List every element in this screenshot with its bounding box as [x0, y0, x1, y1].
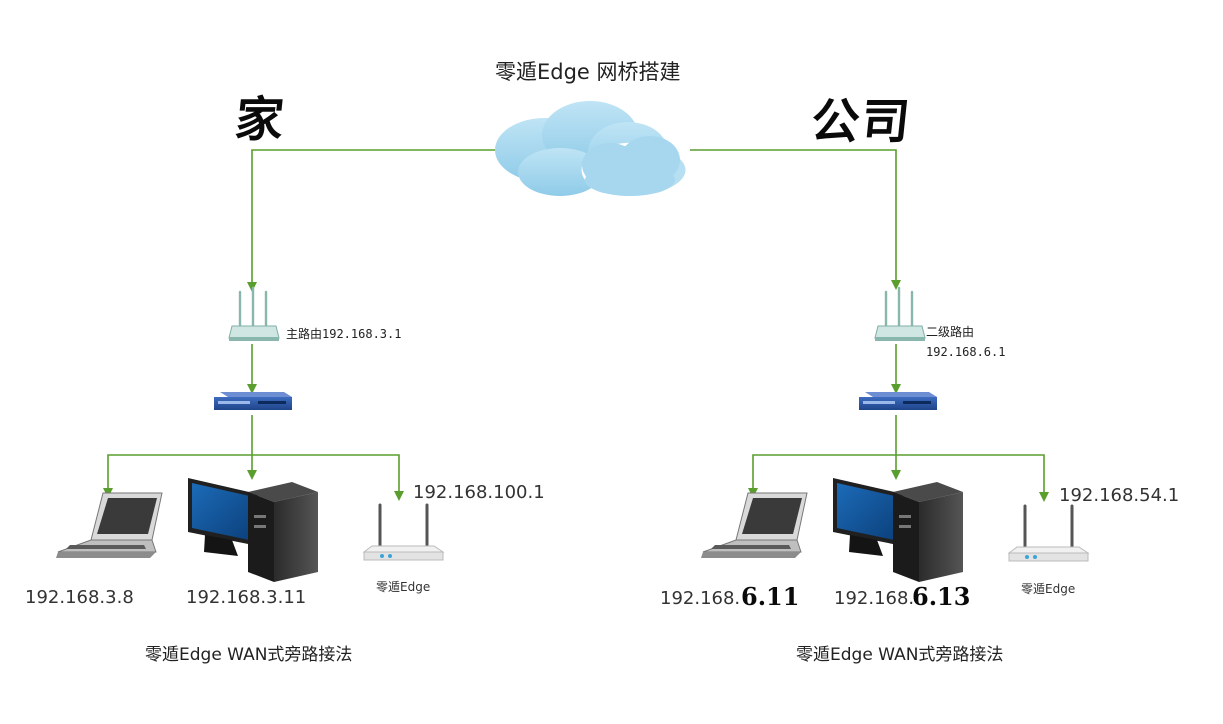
site-label-office: 公司: [808, 94, 915, 150]
connection-lines: [103, 149, 1049, 502]
wifi-router-icon: [228, 286, 280, 341]
network-switch-icon: [859, 392, 937, 410]
cloud-icon: [495, 101, 689, 198]
office-edge-label: 零遁Edge: [1021, 582, 1076, 596]
home-router-label: 主路由192.168.3.1: [286, 327, 402, 341]
office-caption: 零遁Edge WAN式旁路接法: [796, 645, 1004, 665]
edge-router-icon: [1007, 504, 1090, 562]
diagram-title: 零遁Edge 网桥搭建: [495, 60, 681, 84]
office-pc-ip: 192.168.: [834, 588, 915, 609]
desktop-pc-icon: [188, 478, 318, 582]
wifi-router-icon: [874, 286, 926, 341]
home-edge-ip: 192.168.100.1: [413, 482, 545, 503]
office-laptop-ip-handwritten: 6.11: [741, 582, 800, 611]
home-pc-ip: 192.168.3.11: [186, 587, 307, 608]
home-laptop-ip: 192.168.3.8: [25, 587, 134, 608]
edge-router-icon: [362, 503, 445, 561]
site-label-home: 家: [232, 92, 289, 148]
office-router-label-line2: 192.168.6.1: [926, 345, 1006, 359]
office-router-label-line1: 二级路由: [926, 325, 975, 339]
office-edge-ip: 192.168.54.1: [1059, 485, 1180, 506]
desktop-pc-icon: [833, 478, 963, 582]
office-pc-ip-handwritten: 6.13: [912, 582, 971, 611]
home-edge-label: 零遁Edge: [376, 580, 431, 594]
laptop-icon: [56, 492, 163, 558]
home-caption: 零遁Edge WAN式旁路接法: [145, 645, 353, 665]
office-laptop-ip: 192.168.: [660, 588, 741, 609]
laptop-icon: [701, 492, 808, 558]
network-switch-icon: [214, 392, 292, 410]
